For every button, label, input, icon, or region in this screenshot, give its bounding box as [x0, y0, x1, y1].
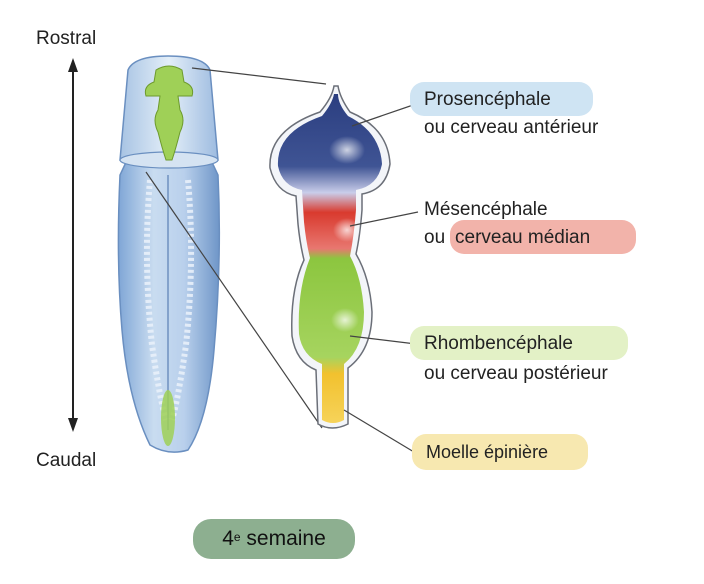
axis-arrow	[68, 58, 78, 432]
zoom-lines	[145, 67, 327, 429]
prosencephale-highlight	[410, 82, 593, 116]
moelle-highlight	[412, 434, 588, 470]
neural-tube-embryo	[117, 55, 221, 453]
moelle-label: Moelle épinière	[426, 442, 549, 462]
leader-lines	[343, 103, 419, 453]
mesencephale-label: Mésencéphale	[424, 199, 548, 220]
prosencephale-subtitle: ou cerveau antérieur	[424, 117, 599, 138]
rostral-label: Rostral	[36, 28, 97, 49]
mesencephale-highlight	[450, 220, 636, 254]
brain-vesicles	[269, 85, 391, 429]
caudal-label: Caudal	[36, 450, 97, 471]
prosencephale-label: Prosencéphale	[424, 89, 551, 110]
rhombencephale-highlight	[410, 326, 628, 360]
week-label: semaine	[246, 527, 326, 550]
rhombencephale-subtitle: ou cerveau postérieur	[424, 363, 608, 384]
mesencephale-subtitle-prefix: ou	[424, 227, 446, 248]
week-number: 4	[222, 527, 234, 550]
rhombencephale-label: Rhombencéphale	[424, 333, 573, 354]
mesencephale-subtitle-highlighted: cerveau médian	[455, 227, 591, 248]
week-superscript: e	[233, 530, 241, 544]
